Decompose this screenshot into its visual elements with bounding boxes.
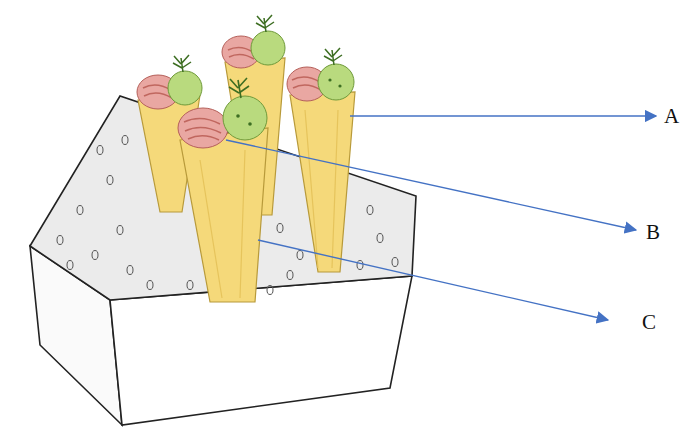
- leader-line: [350, 115, 656, 116]
- leader-line: [258, 240, 608, 320]
- callout-letter: B: [646, 222, 660, 243]
- callout-letter: C: [642, 312, 656, 333]
- cone-right: [287, 48, 355, 272]
- callout-letter: A: [664, 106, 679, 127]
- leader-line: [226, 140, 636, 230]
- box-front-face: [110, 276, 412, 425]
- cone-front: [178, 78, 268, 302]
